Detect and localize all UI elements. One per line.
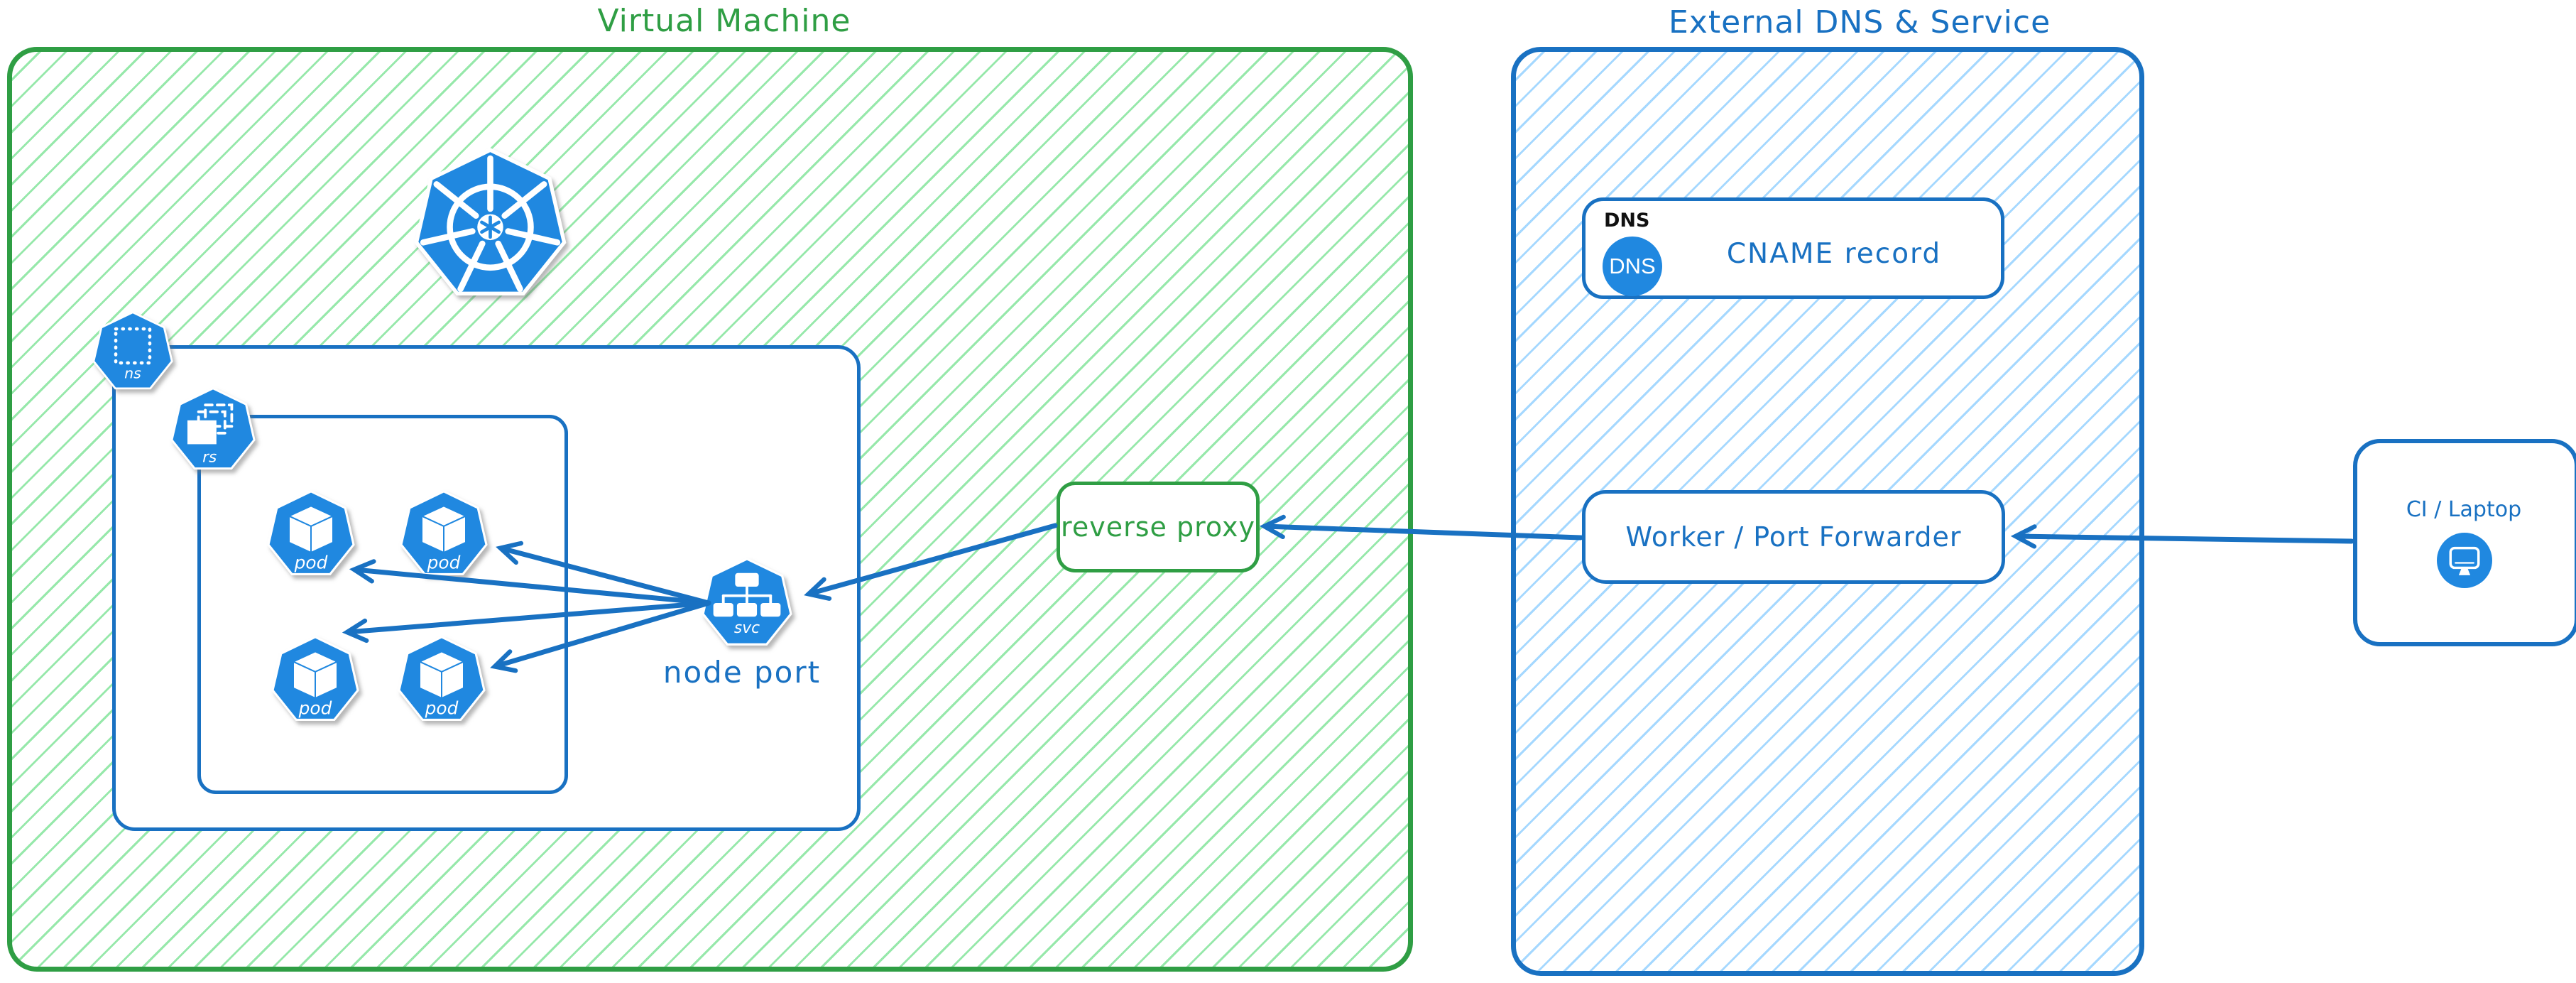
pod-icon: pod [267,490,355,575]
svg-text:pod: pod [427,552,461,572]
dns-badge-icon: DNS [1603,237,1662,296]
monitor-glyph [2449,546,2480,575]
kubernetes-icon [414,148,567,300]
svg-text:pod: pod [298,697,332,718]
dns-group-label: DNS [1604,210,1650,232]
worker-port-forwarder-label: Worker / Port Forwarder [1625,521,1962,553]
namespace-icon: ns [92,311,173,390]
svg-text:svc: svc [734,619,760,637]
ci-laptop-label: CI / Laptop [2406,497,2522,522]
service-icon: svc [702,558,792,646]
worker-port-forwarder-box: Worker / Port Forwarder [1582,490,2005,584]
external-dns-service-title: External DNS & Service [1669,4,2051,40]
svg-text:pod: pod [425,697,459,718]
dns-record-box: DNS DNS CNAME record [1582,197,2004,299]
svg-text:ns: ns [124,365,141,382]
virtual-machine-title: Virtual Machine [597,3,851,39]
pod-icon: pod [400,490,488,575]
svg-text:rs: rs [202,449,217,467]
dns-badge-label: DNS [1609,254,1656,278]
reverse-proxy-label: reverse proxy [1061,511,1255,543]
pod-icon: pod [398,636,486,721]
replicaset-icon: rs [170,387,256,470]
node-port-label: node port [662,655,822,690]
cname-record-label: CNAME record [1726,238,1942,270]
reverse-proxy-box: reverse proxy [1057,482,1260,572]
svg-text:pod: pod [294,552,328,572]
pod-icon: pod [271,636,359,721]
monitor-icon [2437,533,2492,588]
